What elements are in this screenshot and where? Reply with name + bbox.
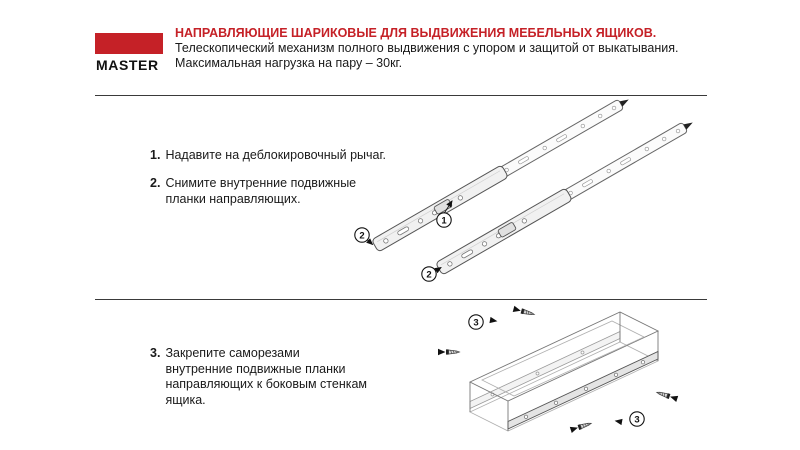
- step-2: 2. Снимите внутренние подвижные планки н…: [150, 176, 357, 207]
- callout-3a-label: 3: [473, 318, 478, 329]
- callout-3a: 3: [468, 314, 498, 330]
- brand-logo: [95, 33, 163, 54]
- step-3: 3. Закрепите саморезами внутренние подви…: [150, 346, 367, 408]
- divider-bottom: [95, 299, 707, 300]
- brand-name: MASTER: [96, 57, 159, 73]
- callout-2a-label: 2: [359, 231, 364, 242]
- callout-2a: 2: [354, 227, 374, 246]
- step-3-text: Закрепите саморезами внутренние подвижны…: [165, 346, 368, 407]
- step-1: 1. Надавите на деблокировочный рычаг.: [150, 148, 386, 164]
- drawer-illustration: 3 3: [430, 300, 700, 448]
- page-title: НАПРАВЛЯЮЩИЕ ШАРИКОВЫЕ ДЛЯ ВЫДВИЖЕНИЯ МЕ…: [175, 26, 657, 40]
- direction-arrow-icon: [614, 417, 623, 426]
- step-1-number: 1.: [150, 148, 161, 162]
- screw-icon: [513, 306, 535, 318]
- callout-3b: 3: [614, 411, 645, 427]
- subtitle-line-1: Телескопический механизм полного выдвиже…: [175, 41, 679, 55]
- divider-top: [95, 95, 707, 96]
- callout-2b: 2: [421, 266, 442, 282]
- callout-1-label: 1: [441, 216, 447, 227]
- callout-1: 1: [436, 200, 453, 228]
- screw-icon: [656, 389, 678, 402]
- step-3-number: 3.: [150, 346, 161, 360]
- step-1-text: Надавите на деблокировочный рычаг.: [165, 148, 387, 162]
- direction-arrow-icon: [489, 316, 498, 325]
- callout-2b-label: 2: [426, 270, 431, 281]
- slides-illustration: 1 2 2: [354, 96, 697, 282]
- step-2-number: 2.: [150, 176, 161, 190]
- subtitle-line-2: Максимальная нагрузка на пару – 30кг.: [175, 56, 403, 70]
- drawer-rail-far: [469, 330, 621, 410]
- callout-3b-label: 3: [634, 415, 639, 426]
- step-2-text: Снимите внутренние подвижные планки напр…: [165, 176, 357, 206]
- screw-icon: [438, 349, 459, 355]
- document-header: НАПРАВЛЯЮЩИЕ ШАРИКОВЫЕ ДЛЯ ВЫДВИЖЕНИЯ МЕ…: [175, 26, 735, 71]
- drawer-box: [468, 311, 660, 432]
- drawer-rail-near: [507, 350, 659, 430]
- screw-icon: [570, 420, 592, 433]
